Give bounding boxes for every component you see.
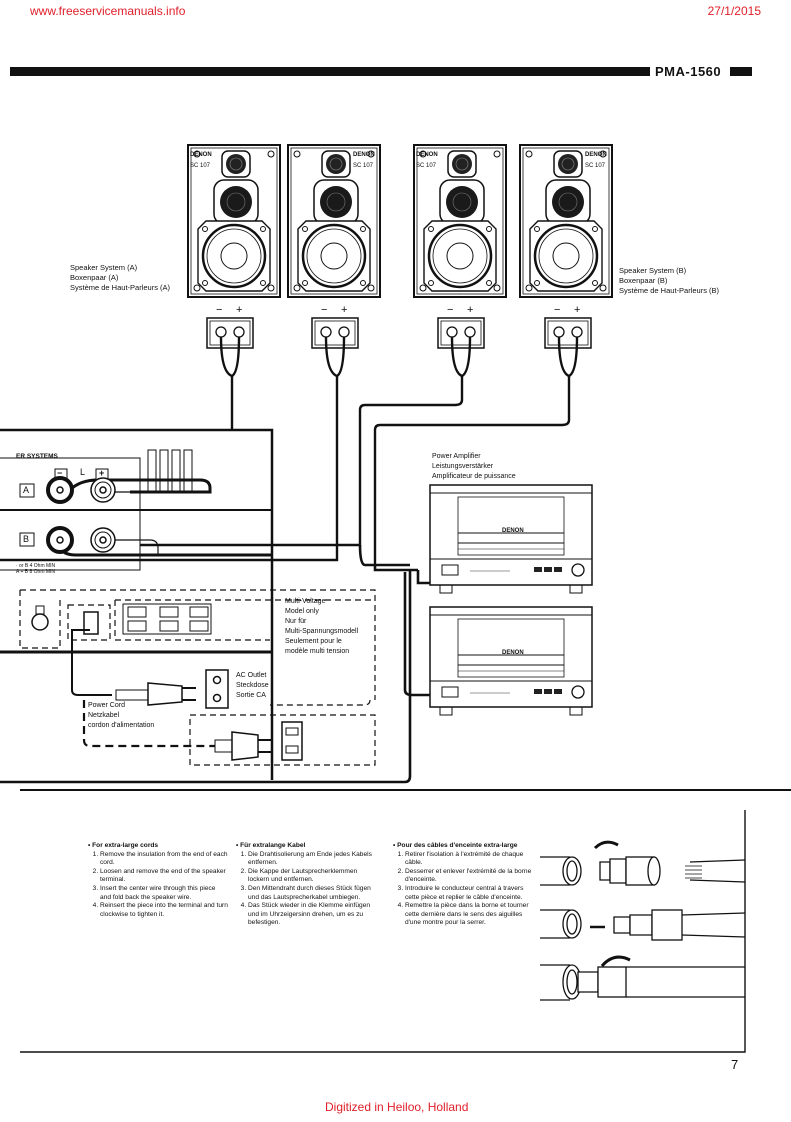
instruction-step: Die Drahtisolierung am Ende jedes Kabels… (248, 851, 378, 868)
instruction-step: Den Mittendraht durch dieses Stück fügen… (248, 885, 378, 902)
instruction-step: Loosen and remove the end of the speaker… (100, 868, 228, 885)
speaker-brand: DENON (353, 152, 375, 158)
speaker-model: SC 107 (416, 163, 437, 169)
header-rule-end (730, 67, 752, 76)
instruction-step: Insert the center wire through this piec… (100, 885, 228, 902)
multi-voltage-plug-icon (231, 731, 259, 761)
terminal-plus-label: + (574, 304, 581, 316)
speaker-terminal (311, 317, 359, 349)
instruction-step: Retirer l'isolation à l'extrémité de cha… (405, 851, 533, 868)
instructions-german: • Für extralange Kabel Die Drahtisolieru… (236, 842, 378, 928)
terminal-plus-label: + (467, 304, 474, 316)
panel-row-a: A (23, 485, 30, 495)
speaker-model: SC 107 (353, 163, 374, 169)
terminal-minus-label: − (447, 304, 454, 316)
amp-brand: DENON (502, 650, 524, 656)
instructions-title: • Für extralange Kabel (236, 842, 306, 849)
instruction-step: Die Kappe der Lautsprecherklemmen locker… (248, 868, 378, 885)
instruction-step: Reinsert the piece into the terminal and… (100, 902, 228, 919)
terminal-minus-label: − (216, 304, 223, 316)
speaker-model: SC 107 (585, 163, 606, 169)
amp-brand: DENON (502, 528, 524, 534)
multi-voltage-outlet-icon (281, 721, 303, 761)
speaker-brand: DENON (190, 152, 212, 158)
terminal-minus-label: − (321, 304, 328, 316)
instructions-title: • For extra-large cords (88, 842, 159, 849)
speaker-terminal (206, 317, 254, 349)
page-number: 7 (731, 1057, 739, 1072)
print-date: 27/1/2015 (707, 4, 761, 18)
terminal-minus-label: − (554, 304, 561, 316)
instruction-step: Das Stück wieder in die Klemme einfügen … (248, 902, 378, 928)
header-rule (10, 67, 650, 76)
speaker-terminal (437, 317, 485, 349)
instruction-step: Introduire le conducteur central à trave… (405, 885, 533, 902)
speaker-brand: DENON (416, 152, 438, 158)
power-cord-label: Power Cord Netzkabel cordon d'alimentati… (88, 702, 155, 729)
ac-inlet-icon (83, 611, 99, 635)
multi-voltage-note: Multi-Voltage Model only Nur für Multi-S… (285, 598, 359, 655)
fuse-holder-icon (31, 605, 49, 631)
terminal-plus-label: + (236, 304, 243, 316)
power-plug-icon (147, 682, 183, 706)
instruction-step: Remove the insulation from the end of ea… (100, 851, 228, 868)
instruction-step: Remettre la pièce dans la borne et tourn… (405, 902, 533, 928)
power-amplifier-1 (429, 484, 593, 594)
speaker-brand: DENON (585, 152, 607, 158)
panel-minus: − (57, 468, 63, 478)
terminal-plus-label: + (341, 304, 348, 316)
channel-a-box (19, 483, 35, 498)
speaker-system-b-label: Speaker System (B) Boxenpaar (B) Système… (619, 266, 720, 295)
rear-ac-outlets (122, 603, 212, 635)
instructions-title: • Pour des câbles d'enceinte extra-large (393, 842, 518, 849)
instruction-step: Desserrer et enlever l'extrémité de la b… (405, 868, 533, 885)
ac-outlet-icon (205, 669, 229, 709)
ac-outlet-label: AC Outlet Steckdose Sortie CA (236, 672, 269, 699)
speaker-model: SC 107 (190, 163, 211, 169)
panel-channel-label: L (80, 467, 86, 477)
site-link[interactable]: www.freeservicemanuals.info (30, 4, 186, 18)
instructions-english: • For extra-large cords Remove the insul… (88, 842, 228, 919)
power-amplifier-label: Power Amplifier Leistungsverstärker Ampl… (432, 453, 516, 480)
power-amplifier-2 (429, 606, 593, 716)
speaker-terminal (544, 317, 592, 349)
channel-b-box (19, 532, 35, 547)
instructions-french: • Pour des câbles d'enceinte extra-large… (393, 842, 533, 928)
panel-row-b: B (23, 534, 30, 544)
panel-plus: + (99, 468, 105, 478)
terminal-assembly-illustration (540, 840, 746, 1001)
speaker-system-a-label: Speaker System (A) Boxenpaar (A) Système… (70, 263, 171, 292)
model-name: PMA-1560 (655, 64, 722, 79)
section-border (20, 810, 746, 1053)
impedance-note: · or B 4 Ohm MIN A + B 8 Ohm MIN (16, 563, 56, 575)
digitized-note: Digitized in Heiloo, Holland (325, 1100, 469, 1114)
speaker-systems-heading: ER SYSTEMS (16, 453, 58, 460)
